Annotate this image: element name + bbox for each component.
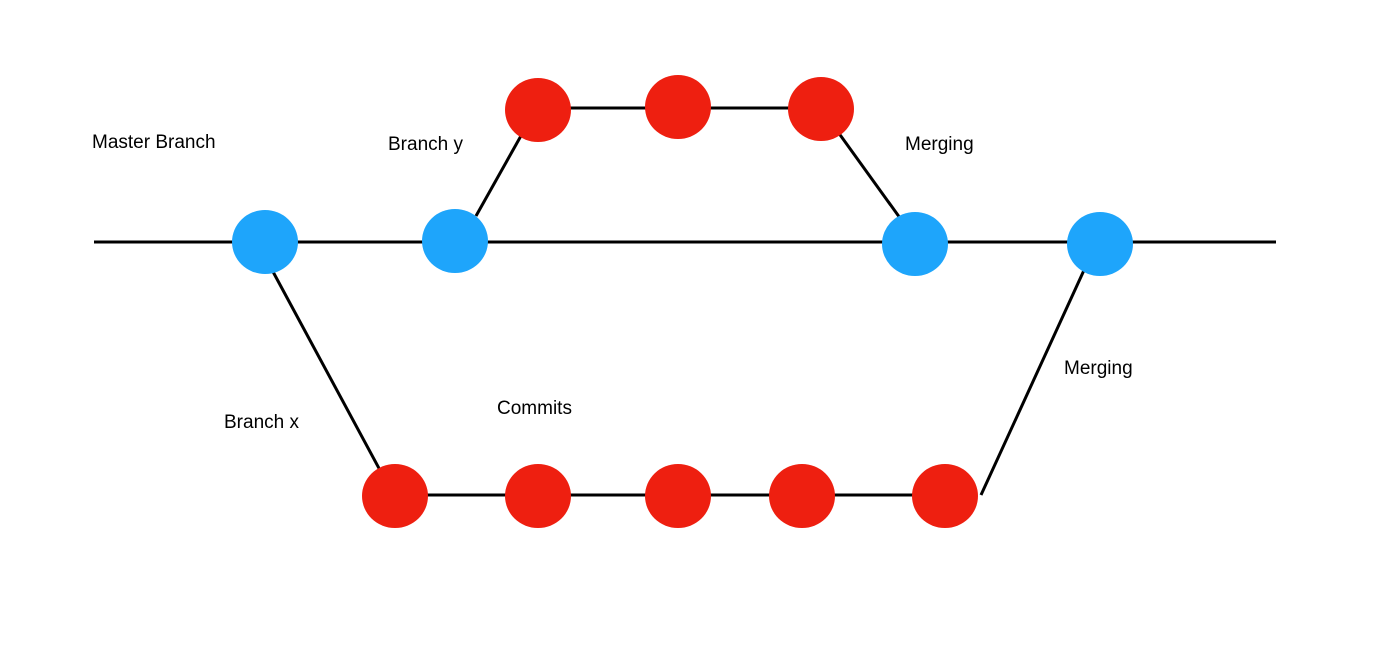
master-commit[interactable]	[882, 212, 948, 276]
commits-label: Commits	[497, 398, 572, 419]
master-commit[interactable]	[232, 210, 298, 274]
branch-y-commit[interactable]	[505, 78, 571, 142]
branch-y-merge-line	[836, 131, 902, 219]
branch-x-commit[interactable]	[912, 464, 978, 528]
branch-y-commit[interactable]	[645, 75, 711, 139]
connector-lines	[94, 106, 1276, 497]
branch-x-commit[interactable]	[362, 464, 428, 528]
branch-y-label: Branch y	[388, 134, 463, 155]
branch-x-merge-line	[979, 267, 1087, 496]
branch-x-commit[interactable]	[769, 464, 835, 528]
branch-y-commit[interactable]	[788, 77, 854, 141]
branch-x-commits	[362, 464, 978, 528]
merging-upper-label: Merging	[905, 134, 974, 155]
merging-lower-label: Merging	[1064, 358, 1133, 379]
master-commit[interactable]	[1067, 212, 1133, 276]
branch-x-commit[interactable]	[505, 464, 571, 528]
branch-x-fork-line	[269, 267, 383, 473]
branch-y-fork-line	[474, 133, 524, 217]
branch-x-commit[interactable]	[645, 464, 711, 528]
branch-x-label: Branch x	[224, 412, 299, 433]
master-commits	[232, 209, 1133, 276]
master-branch-label: Master Branch	[92, 132, 216, 153]
master-commit[interactable]	[422, 209, 488, 273]
branch-y-commits	[505, 75, 854, 142]
